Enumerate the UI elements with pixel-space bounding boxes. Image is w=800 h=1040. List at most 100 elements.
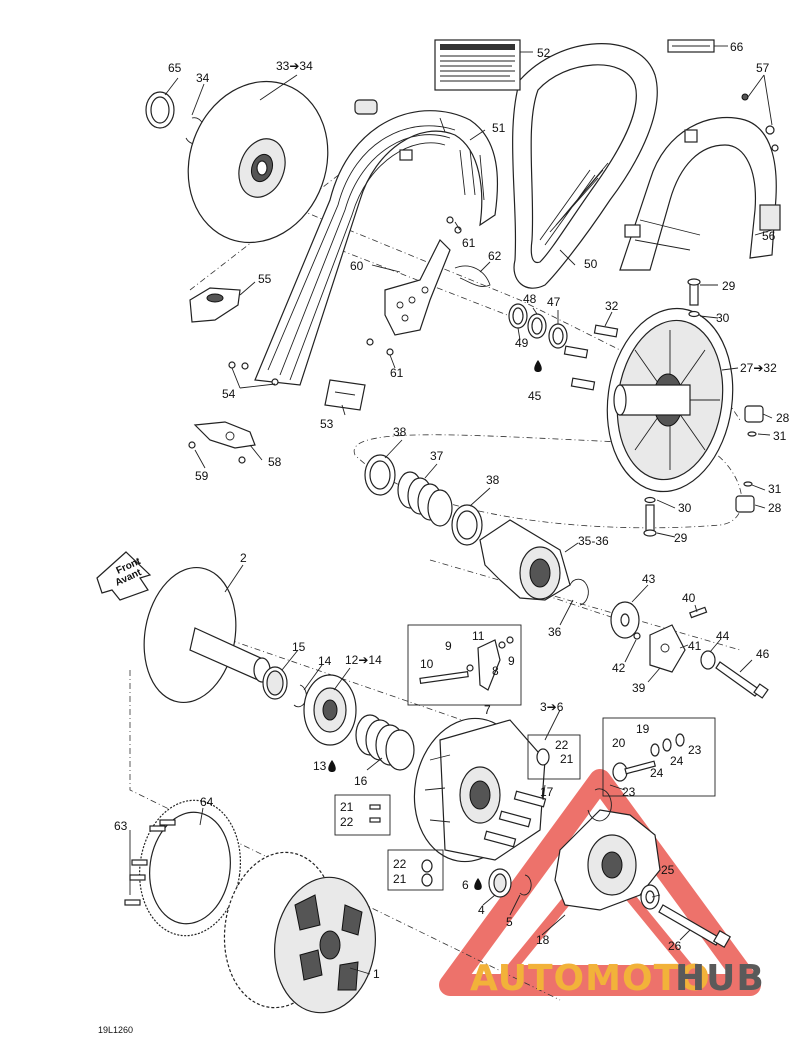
part-39-41-bracket — [649, 624, 686, 673]
callout-26: 26 — [668, 939, 682, 953]
watermark-brand: AUTOMOTO HUB — [470, 958, 765, 999]
callout-42: 42 — [612, 661, 626, 675]
part-45-grease-drop — [534, 360, 542, 372]
callout-13: 13 — [313, 759, 327, 773]
part-61-screws — [366, 216, 462, 356]
callout-11: 11 — [472, 629, 485, 643]
part-21-22-kit-bottom — [387, 849, 444, 891]
part-25-washer — [640, 884, 660, 910]
callout-60: 60 — [350, 259, 364, 273]
callout-14: 14 — [318, 654, 332, 668]
callout-46: 46 — [756, 647, 770, 661]
callout-2: 2 — [240, 551, 247, 565]
watermark-text-primary: AUTOMOTO — [470, 958, 711, 999]
watermark-triangle — [439, 769, 761, 996]
part-44-washer — [700, 650, 716, 670]
part-60-support-bracket — [384, 238, 451, 336]
part-55-bracket — [189, 287, 241, 323]
part-40-screw — [689, 606, 708, 619]
callout-15: 15 — [292, 640, 306, 654]
callout-21-mid: 21 — [340, 800, 354, 814]
callout-8: 8 — [492, 664, 499, 678]
callout-36: 36 — [548, 625, 562, 639]
callout-9-left: 9 — [445, 639, 452, 653]
callout-55: 55 — [258, 272, 272, 286]
callout-30-bottom: 30 — [678, 501, 692, 515]
part-12-sliding-sheave — [303, 674, 357, 746]
part-47-49-washers — [508, 303, 568, 349]
diagram-code: 19L1260 — [98, 1025, 133, 1035]
part-50-drive-belt — [512, 43, 658, 289]
part-6-grease-drop — [474, 878, 482, 890]
callout-4: 4 — [478, 903, 485, 917]
part-15-bearing — [262, 666, 288, 700]
callout-41: 41 — [688, 639, 702, 653]
callout-5: 5 — [506, 915, 513, 929]
callout-3: 3➔6 — [540, 700, 564, 714]
front-arrow: Front Avant — [96, 551, 152, 601]
callout-22-bottom: 22 — [393, 857, 407, 871]
callout-62: 62 — [488, 249, 502, 263]
callout-38-top: 38 — [393, 425, 407, 439]
callout-27: 27➔32 — [740, 361, 777, 375]
callout-58: 58 — [268, 455, 282, 469]
part-18-governor-cup — [554, 809, 661, 911]
callout-52: 52 — [537, 46, 551, 60]
part-2-fixed-sheave — [143, 566, 271, 704]
callout-38-bottom: 38 — [486, 473, 500, 487]
part-7-11-kit-box — [407, 624, 522, 706]
callout-29-top: 29 — [722, 279, 736, 293]
part-46-bolt — [715, 661, 769, 699]
part-66-label — [667, 39, 715, 53]
callout-7: 7 — [484, 703, 491, 717]
callout-61-top: 61 — [462, 236, 476, 250]
callout-12: 12➔14 — [345, 653, 382, 667]
callout-44: 44 — [716, 629, 730, 643]
part-16-spring — [355, 714, 415, 771]
callout-51: 51 — [492, 121, 506, 135]
part-19-24-kit-box — [602, 717, 716, 797]
part-36-circlip — [569, 578, 589, 606]
part-21-22-kit-top — [527, 734, 581, 780]
callout-47: 47 — [547, 295, 561, 309]
callout-40: 40 — [682, 591, 696, 605]
part-37-spring — [397, 471, 453, 527]
callout-19: 19 — [636, 722, 650, 736]
part-42-nut — [633, 632, 641, 640]
part-28-31-rollers — [735, 405, 764, 513]
callout-45: 45 — [528, 389, 542, 403]
part-3-spider — [413, 717, 546, 863]
part-65-ring — [145, 91, 175, 129]
part-33-sheave — [187, 80, 329, 244]
part-5-clip — [519, 874, 532, 896]
callout-25: 25 — [661, 863, 675, 877]
part-27-driven-pulley — [606, 307, 734, 493]
callout-39: 39 — [632, 681, 646, 695]
watermark-text-secondary: HUB — [675, 958, 765, 999]
callout-18: 18 — [536, 933, 550, 947]
part-29-30-pins — [643, 278, 701, 537]
part-52-warning-label — [434, 39, 521, 91]
callout-28-top: 28 — [776, 411, 790, 425]
callout-43: 43 — [642, 572, 656, 586]
callout-10: 10 — [420, 657, 434, 671]
part-21-22-kit-mid — [334, 794, 391, 836]
callout-59: 59 — [195, 469, 209, 483]
callout-6: 6 — [462, 878, 469, 892]
part-59-screws — [188, 441, 246, 464]
part-63-bolts — [124, 819, 176, 906]
callout-23-box: 23 — [688, 743, 702, 757]
callout-66: 66 — [730, 40, 744, 54]
callout-29-bottom: 29 — [674, 531, 688, 545]
callout-32: 32 — [605, 299, 619, 313]
part-23-ring — [587, 788, 612, 822]
part-32-bolts — [563, 324, 619, 391]
callout-64: 64 — [200, 795, 214, 809]
callout-21-top: 21 — [560, 752, 574, 766]
part-13-grease-drop — [328, 760, 336, 772]
callout-37: 37 — [430, 449, 444, 463]
part-1-drive-pulley-assembly — [223, 851, 377, 1014]
callout-28-bottom: 28 — [768, 501, 782, 515]
